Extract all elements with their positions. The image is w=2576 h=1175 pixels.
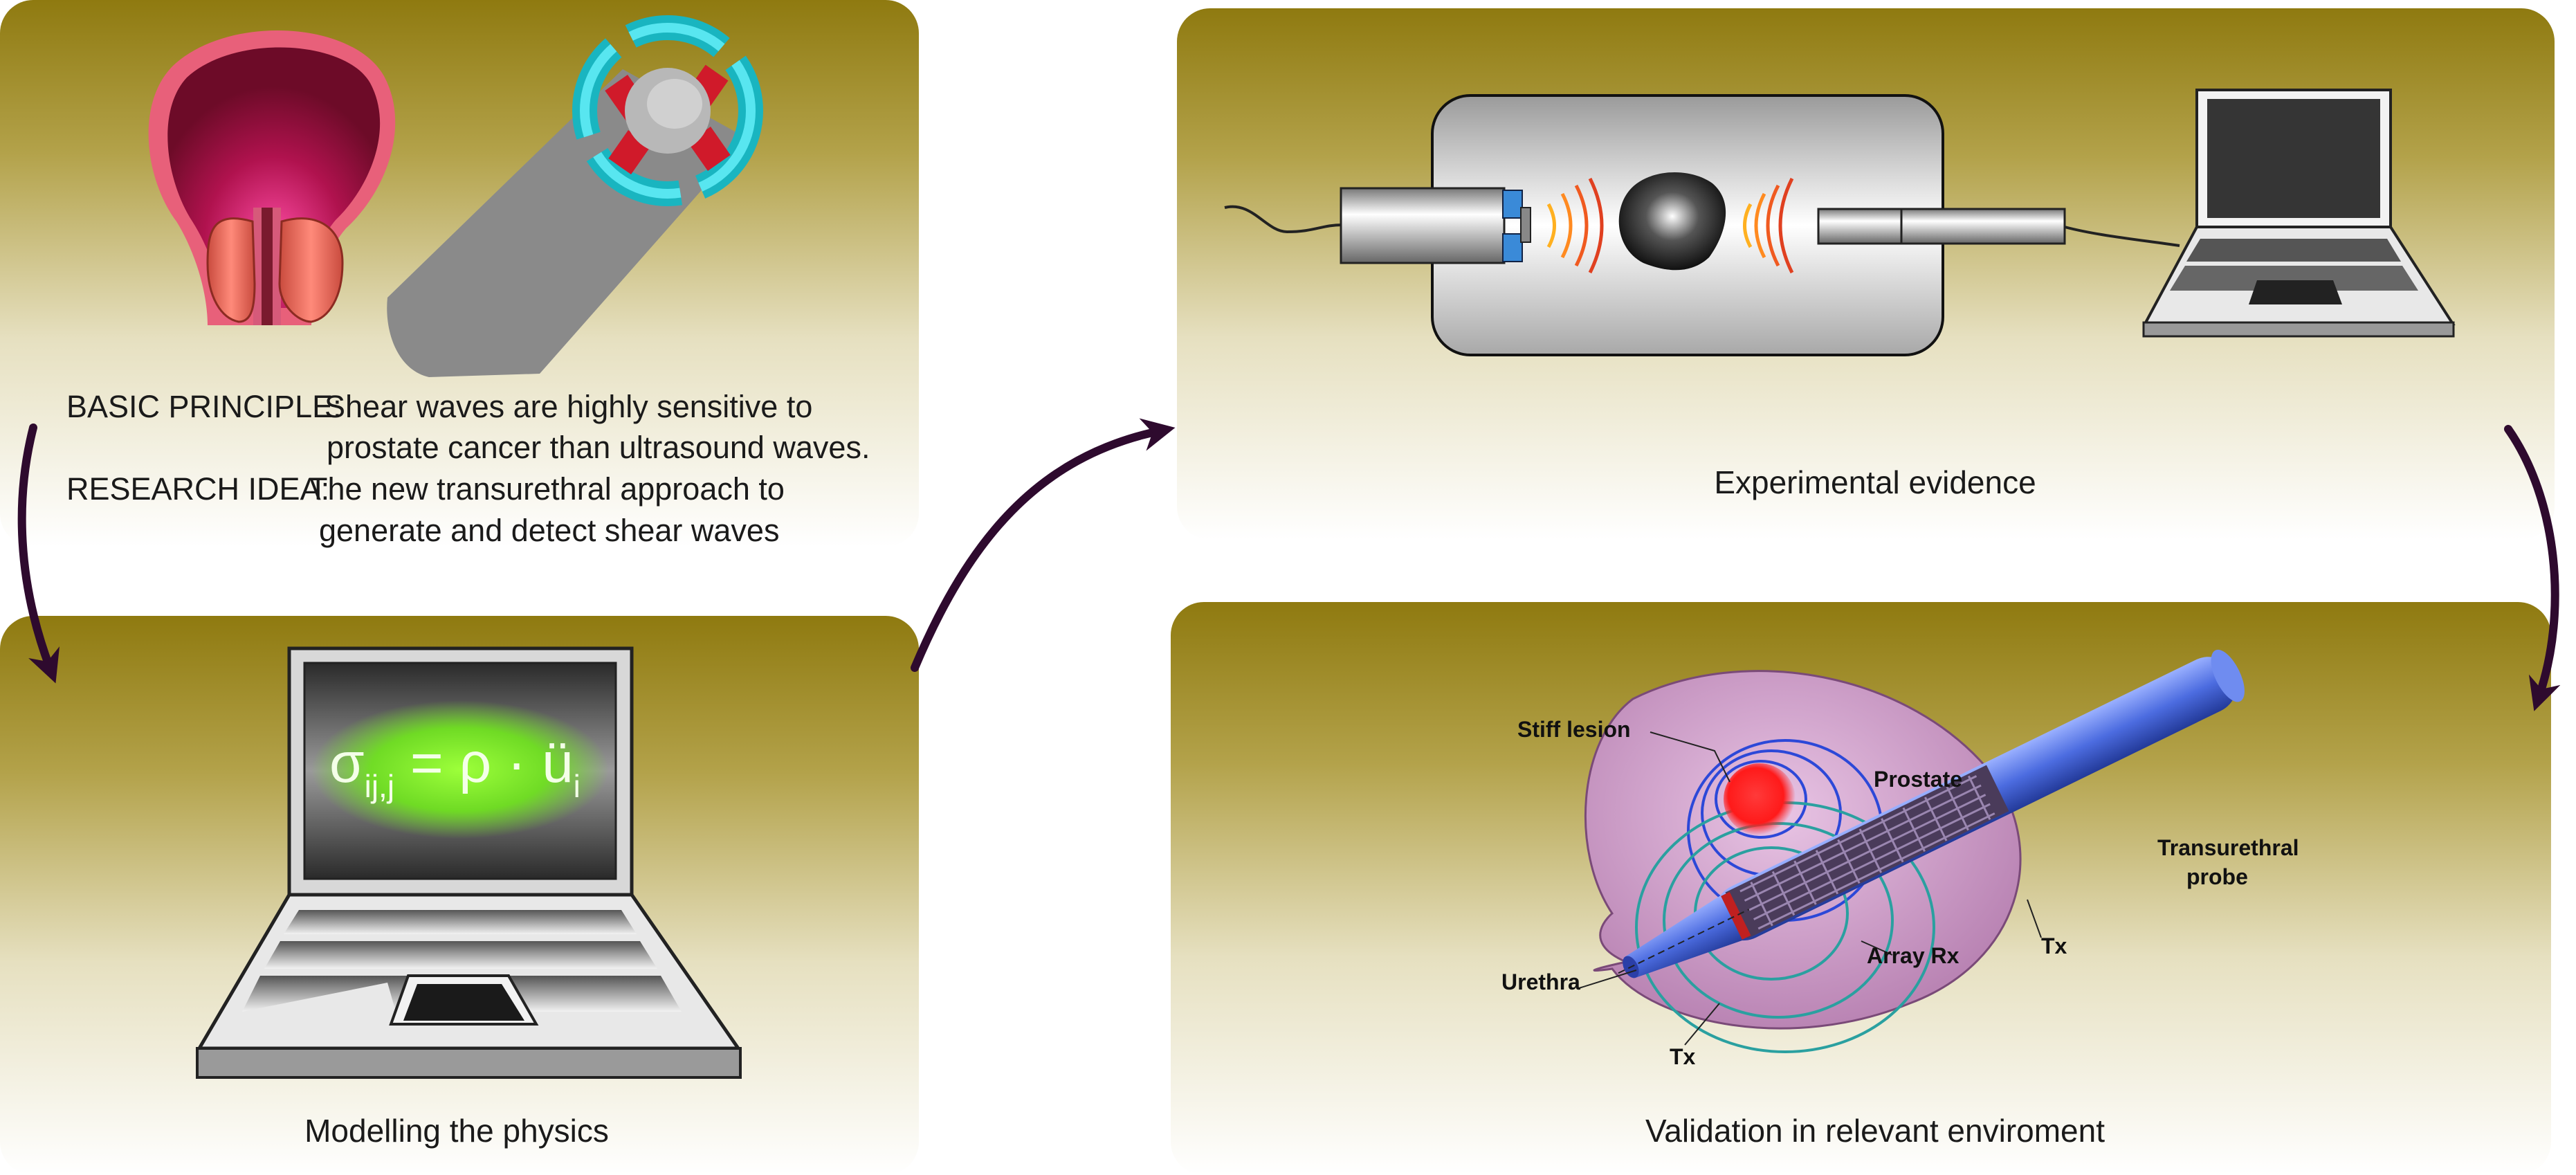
label-transurethral-line2: probe — [2186, 864, 2248, 889]
arrow-experiment-to-validation — [2504, 425, 2561, 711]
basic-principle-line1: Shear waves are highly sensitive to — [325, 389, 813, 424]
modelling-laptop — [196, 646, 742, 1079]
basic-principle-line2: prostate cancer than ultrasound waves. — [327, 430, 870, 465]
label-urethra: Urethra — [1501, 969, 1580, 994]
research-idea-label: RESEARCH IDEA: — [66, 471, 330, 507]
basic-principle-label: BASIC PRINCIPLE: — [66, 389, 342, 424]
research-idea-line1: The new transurethral approach to — [309, 471, 785, 507]
caption-modelling-physics: Modelling the physics — [304, 1113, 609, 1149]
experimental-setup — [1224, 89, 2456, 356]
arrow-principle-to-modelling — [17, 423, 60, 684]
label-prostate: Prostate — [1874, 767, 1962, 792]
transurethral-probe-illustration — [387, 15, 763, 377]
bladder-prostate-illustration — [148, 30, 396, 325]
label-stiff-lesion: Stiff lesion — [1517, 717, 1631, 742]
label-tx-left: Tx — [1670, 1044, 1696, 1069]
label-tx-right: Tx — [2041, 933, 2067, 958]
flow-arrows — [17, 418, 2561, 711]
equation: σij,j = ρ · üi — [329, 731, 581, 804]
research-idea-line2: generate and detect shear waves — [319, 513, 780, 548]
label-transurethral-line1: Transurethral — [2157, 835, 2299, 860]
caption-validation: Validation in relevant enviroment — [1645, 1113, 2105, 1149]
caption-experimental-evidence: Experimental evidence — [1714, 464, 2036, 500]
validation-prostate-model — [1578, 649, 2245, 1053]
arrow-modelling-to-experiment — [911, 418, 1176, 672]
label-array-rx: Array Rx — [1867, 943, 1960, 968]
